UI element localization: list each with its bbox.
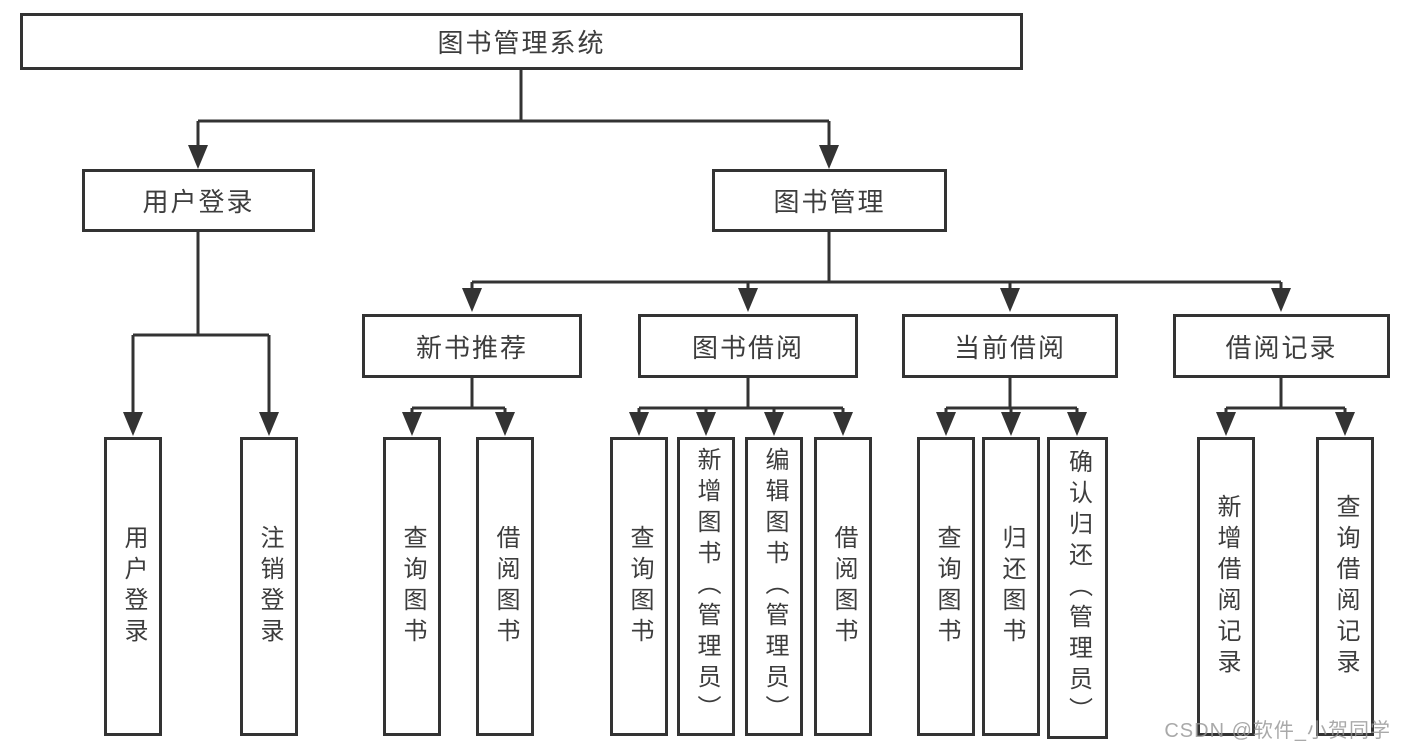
node-root: 图书管理系统 [20, 13, 1023, 70]
leaf-logout-login: 注销登录 [240, 437, 298, 736]
node-book-management: 图书管理 [712, 169, 947, 232]
leaf-cb-return-books-label: 归还图书 [998, 524, 1025, 649]
node-user-login: 用户登录 [82, 169, 315, 232]
leaf-br-query-record-label: 查询借阅记录 [1332, 493, 1359, 680]
leaf-logout-login-label: 注销登录 [256, 524, 283, 649]
leaf-br-new-record: 新增借阅记录 [1197, 437, 1255, 736]
connector-root-to-level2 [188, 70, 839, 169]
leaf-bb-edit-books-admin-label: 编辑图书（管理员） [761, 447, 788, 726]
node-new-book-recommend: 新书推荐 [362, 314, 582, 378]
connector-records-children [1216, 378, 1355, 436]
leaf-rec-borrow-books: 借阅图书 [476, 437, 534, 736]
leaf-br-query-record: 查询借阅记录 [1316, 437, 1374, 736]
leaf-bb-add-books-admin: 新增图书（管理员） [677, 437, 735, 736]
leaf-br-new-record-label: 新增借阅记录 [1213, 493, 1240, 680]
leaf-cb-confirm-return-admin: 确认归还（管理员） [1047, 437, 1108, 739]
leaf-rec-query-books-label: 查询图书 [399, 524, 426, 649]
leaf-cb-query-books-label: 查询图书 [933, 524, 960, 649]
leaf-rec-query-books: 查询图书 [383, 437, 441, 736]
leaf-cb-return-books: 归还图书 [982, 437, 1040, 736]
leaf-bb-borrow-books-label: 借阅图书 [830, 524, 857, 649]
leaf-bb-query-books: 查询图书 [610, 437, 668, 736]
connector-user-login-children [123, 232, 279, 436]
leaf-cb-confirm-return-admin-label: 确认归还（管理员） [1064, 448, 1092, 728]
leaf-bb-query-books-label: 查询图书 [626, 524, 653, 649]
node-borrow-records: 借阅记录 [1173, 314, 1390, 378]
node-current-borrowing: 当前借阅 [902, 314, 1118, 378]
connector-new-books-children [402, 378, 515, 436]
leaf-bb-add-books-admin-label: 新增图书（管理员） [693, 447, 720, 726]
node-book-borrowing: 图书借阅 [638, 314, 858, 378]
leaf-bb-borrow-books: 借阅图书 [814, 437, 872, 736]
leaf-bb-edit-books-admin: 编辑图书（管理员） [745, 437, 803, 736]
leaf-user-login: 用户登录 [104, 437, 162, 736]
leaf-cb-query-books: 查询图书 [917, 437, 975, 736]
leaf-rec-borrow-books-label: 借阅图书 [492, 524, 519, 649]
watermark-text: CSDN @软件_小贺同学 [1164, 720, 1391, 742]
leaf-user-login-label: 用户登录 [120, 524, 147, 649]
connector-borrowing-children [629, 378, 853, 436]
connector-current-borrowing-children [936, 378, 1087, 436]
connector-book-management-children [462, 232, 1291, 312]
